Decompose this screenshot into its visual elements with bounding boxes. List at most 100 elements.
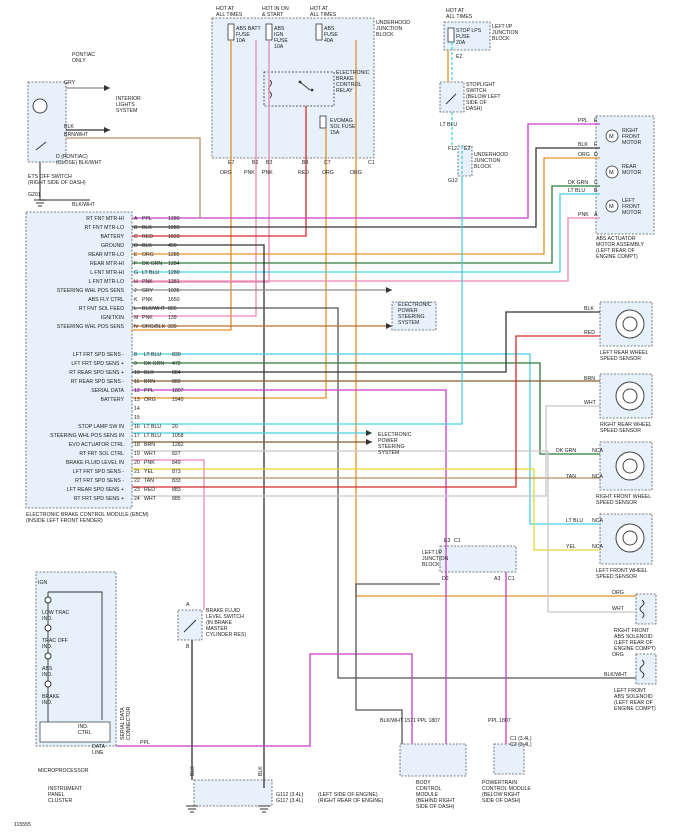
label-left_top-pontiac_close: D (PONTIAC)(CLOSE) BLK/WHT bbox=[56, 154, 102, 166]
ebcm-pin-id: 15 bbox=[134, 415, 140, 421]
sensor-symbols bbox=[32, 93, 645, 679]
ebcm-pin-color: LT BLU bbox=[144, 352, 161, 358]
bcm-box bbox=[399, 743, 467, 777]
wire-blk-rr-spd bbox=[132, 311, 600, 373]
ebcm-pin-label: RT REAR SPD SENS + bbox=[69, 370, 124, 376]
stoplight-switch-box bbox=[439, 81, 465, 113]
label-right-w_ppl: PPL bbox=[578, 118, 588, 124]
stoplight-switch-icon bbox=[445, 93, 457, 105]
ebcm-pin-circuit: 826 bbox=[168, 306, 177, 312]
wire-ppl-serial bbox=[132, 389, 447, 576]
ebcm-pin-color: DK GRN bbox=[142, 261, 162, 267]
ebcm-pin-label: LFT REAR SPD SENS + bbox=[67, 487, 124, 493]
ebcm-pin-id: E bbox=[134, 252, 138, 258]
label-right-s_dkgrn: DK GRN bbox=[556, 448, 576, 454]
label-left_top-a_brnwht: BRN/WHT bbox=[64, 132, 89, 138]
ebcm-pin-label: RT REAR SPD SENS - bbox=[71, 379, 125, 385]
ebcm-pin-id: F bbox=[134, 261, 137, 267]
label-stop_fuse-g12: G12 bbox=[448, 178, 458, 184]
label-top-hot_in_on_start: HOT IN ON& START bbox=[262, 6, 289, 18]
ebcm-pin-label: BATTERY bbox=[101, 397, 125, 403]
label-right-s_yel: YEL bbox=[566, 544, 576, 550]
ebcm-pin-label: STEERING WHL POS SENS IN bbox=[50, 433, 124, 439]
ebcm-pin-id: 14 bbox=[134, 406, 140, 412]
ebcm-pin-color: YEL bbox=[144, 469, 154, 475]
svg-text:M: M bbox=[609, 170, 614, 176]
wire-wht-rf-sol bbox=[132, 450, 636, 613]
ebcm-pin-color: WHT bbox=[144, 451, 157, 457]
wire-blkwht-bcm bbox=[355, 583, 440, 744]
label-right-w_ltblu: LT BLU bbox=[568, 188, 585, 194]
label-right-p_f: F bbox=[594, 142, 597, 148]
ebcm-pin-label: STOP LAMP SW IN bbox=[78, 424, 124, 430]
label-right-w_pnk: PNK bbox=[578, 212, 589, 218]
ets-switch-icon bbox=[32, 98, 48, 151]
label-right-p_c: C bbox=[594, 180, 598, 186]
ebcm-pin-id: A bbox=[134, 216, 138, 222]
nca-label: NCA bbox=[592, 474, 603, 480]
ebcm-pin-label: RT FRT SPD SENS + bbox=[74, 496, 124, 502]
ebcm-box bbox=[25, 211, 133, 509]
ground-icon bbox=[258, 805, 270, 813]
label-top-pin_b8: B8 bbox=[302, 160, 308, 166]
rf-solenoid-box bbox=[635, 593, 657, 625]
abs-ind-icon bbox=[44, 652, 52, 660]
ebcm-pin-id: 21 bbox=[134, 469, 140, 475]
ebcm-pin-circuit: 139 bbox=[168, 315, 177, 321]
ebcm-pin-id: D bbox=[134, 243, 138, 249]
ebcm-pin-label: BRAKE FLUID LEVEL IN bbox=[66, 460, 124, 466]
wire-ltblu-stop bbox=[132, 176, 463, 425]
wire-dkgrn-rear-motor bbox=[132, 185, 600, 264]
ebcm-pin-id: 12 bbox=[134, 388, 140, 394]
label-right-s_ltblu: LT BLU bbox=[566, 518, 583, 524]
label-right-p_d: D bbox=[594, 152, 598, 158]
wire-ets-brnwht bbox=[66, 137, 201, 218]
wire-wht-rr-spd bbox=[132, 405, 600, 497]
ebcm-pin-label: LFT FRT SPD SENS - bbox=[73, 469, 125, 475]
ebcm-pin-color: DK GRN bbox=[144, 361, 164, 367]
ebcm-pin-color: BLK bbox=[142, 225, 152, 231]
ebcm-pin-label: RT FRT SPD SENS - bbox=[75, 478, 124, 484]
lf-solenoid-box bbox=[635, 653, 657, 685]
label-right-p_e: E bbox=[594, 118, 598, 124]
wire-ltblu-stoplight bbox=[451, 42, 463, 176]
label-right-p_a: A bbox=[594, 212, 598, 218]
label-left_top-b_blk: BLK bbox=[64, 124, 74, 130]
ebcm-pin-id: 16 bbox=[134, 424, 140, 430]
ets-off-switch-box bbox=[27, 81, 67, 163]
ebcm-pin-id: 22 bbox=[134, 478, 140, 484]
label-stop_fuse-wire: LT BLU bbox=[440, 122, 457, 128]
ebcm-pin-id: L bbox=[134, 306, 137, 312]
ebcm-pin-circuit: 830 bbox=[172, 352, 181, 358]
label-left_top-switch: ETS OFF SWITCH(RIGHT SIDE OF DASH) bbox=[28, 174, 86, 186]
ebcm-pin-label: RT FNT SOL FEED bbox=[79, 306, 124, 312]
brake-ind-icon bbox=[44, 680, 52, 688]
label-top-pin_c1: C1 bbox=[368, 160, 375, 166]
label-middle-a3: A3 bbox=[494, 576, 500, 582]
ebcm-pin-label: GROUND bbox=[101, 243, 124, 249]
label-top-w_org: ORG bbox=[220, 170, 232, 176]
ebcm-pin-label: REAR MTR-LO bbox=[88, 252, 124, 258]
ground-symbols bbox=[34, 199, 270, 813]
wire-ltblu-lf-spd bbox=[132, 353, 600, 525]
ebcm-pin-circuit: 1284 bbox=[168, 261, 180, 267]
ebcm-pin-circuit: 1280 bbox=[168, 270, 180, 276]
relay-symbol bbox=[263, 71, 335, 107]
label-top-pin_e7: E7 bbox=[228, 160, 234, 166]
fluid-switch-box bbox=[177, 609, 203, 641]
